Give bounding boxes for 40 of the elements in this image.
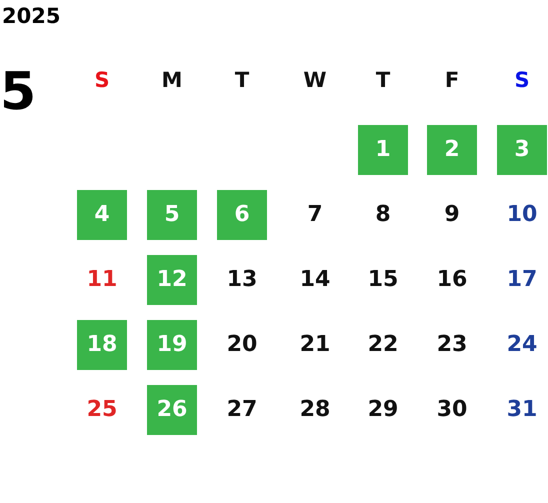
date-number: 31	[506, 396, 538, 424]
highlighted-date: 19	[147, 320, 197, 370]
date-number: 9	[443, 201, 461, 229]
date-number: 29	[366, 396, 400, 424]
highlighted-date: 18	[77, 320, 127, 370]
weekday-label: S	[93, 67, 111, 94]
month-number: 5	[0, 62, 36, 122]
year-heading: 2025	[2, 4, 60, 28]
date-number: 11	[86, 266, 118, 294]
highlighted-date: 2	[427, 125, 477, 175]
weekday-label: F	[444, 67, 460, 94]
date-number: 7	[306, 201, 324, 229]
date-number: 30	[436, 396, 468, 424]
highlighted-date: 3	[497, 125, 547, 175]
highlighted-date: 4	[77, 190, 127, 240]
date-number: 25	[86, 396, 118, 424]
weekday-label: W	[302, 67, 328, 94]
weekday-label: M	[160, 67, 184, 94]
weekday-label: S	[513, 67, 531, 94]
highlighted-date: 12	[147, 255, 197, 305]
date-number: 21	[298, 331, 332, 359]
date-number: 8	[374, 201, 392, 229]
date-number: 13	[226, 266, 258, 294]
date-number: 16	[436, 266, 468, 294]
date-number: 28	[298, 396, 332, 424]
highlighted-date: 5	[147, 190, 197, 240]
date-number: 20	[226, 331, 258, 359]
date-number: 22	[366, 331, 400, 359]
date-number: 27	[226, 396, 258, 424]
weekday-label: T	[374, 67, 392, 94]
date-number: 23	[436, 331, 468, 359]
highlighted-date: 1	[358, 125, 408, 175]
date-number: 14	[298, 266, 332, 294]
date-number: 10	[506, 201, 538, 229]
date-number: 17	[506, 266, 538, 294]
date-number: 24	[506, 331, 538, 359]
highlighted-date: 6	[217, 190, 267, 240]
date-number: 15	[366, 266, 400, 294]
highlighted-date: 26	[147, 385, 197, 435]
weekday-label: T	[234, 67, 250, 94]
